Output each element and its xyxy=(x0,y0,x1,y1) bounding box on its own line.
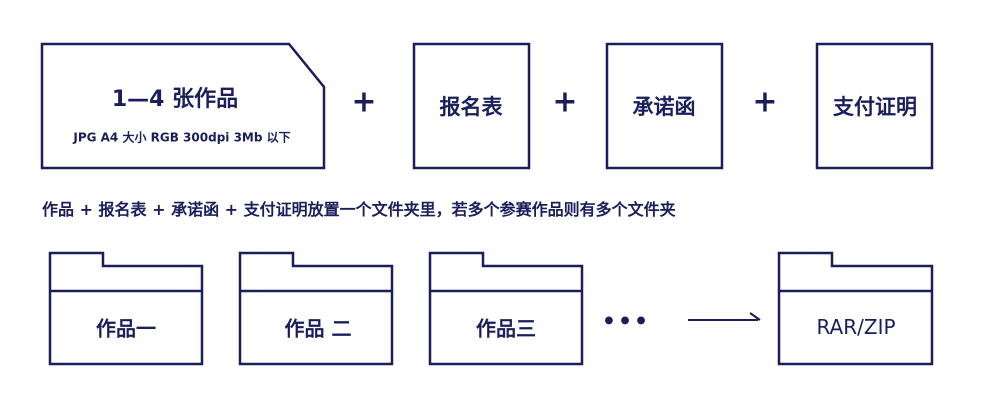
registration-form-label: 报名表 xyxy=(439,95,503,119)
plus-sign-1: + xyxy=(351,84,377,120)
folder-label-1: 作品一 xyxy=(96,316,156,341)
folder-label-2: 作品 二 xyxy=(284,316,352,341)
instruction-caption: 作品 + 报名表 + 承诺函 + 支付证明放置一个文件夹里，若多个参赛作品则有多… xyxy=(42,200,676,219)
artwork-count-title: 1—4 张作品 xyxy=(111,87,239,112)
payment-proof-label: 支付证明 xyxy=(833,95,917,119)
plus-sign-3: + xyxy=(752,84,778,120)
plus-sign-2: + xyxy=(552,84,578,120)
folder-label-3: 作品三 xyxy=(476,316,536,341)
commitment-letter-label: 承诺函 xyxy=(632,95,696,119)
ellipsis-dots: ••• xyxy=(601,309,651,335)
artwork-spec-text: JPG A4 大小 RGB 300dpi 3Mb 以下 xyxy=(73,130,291,145)
archive-label: RAR/ZIP xyxy=(816,315,896,339)
